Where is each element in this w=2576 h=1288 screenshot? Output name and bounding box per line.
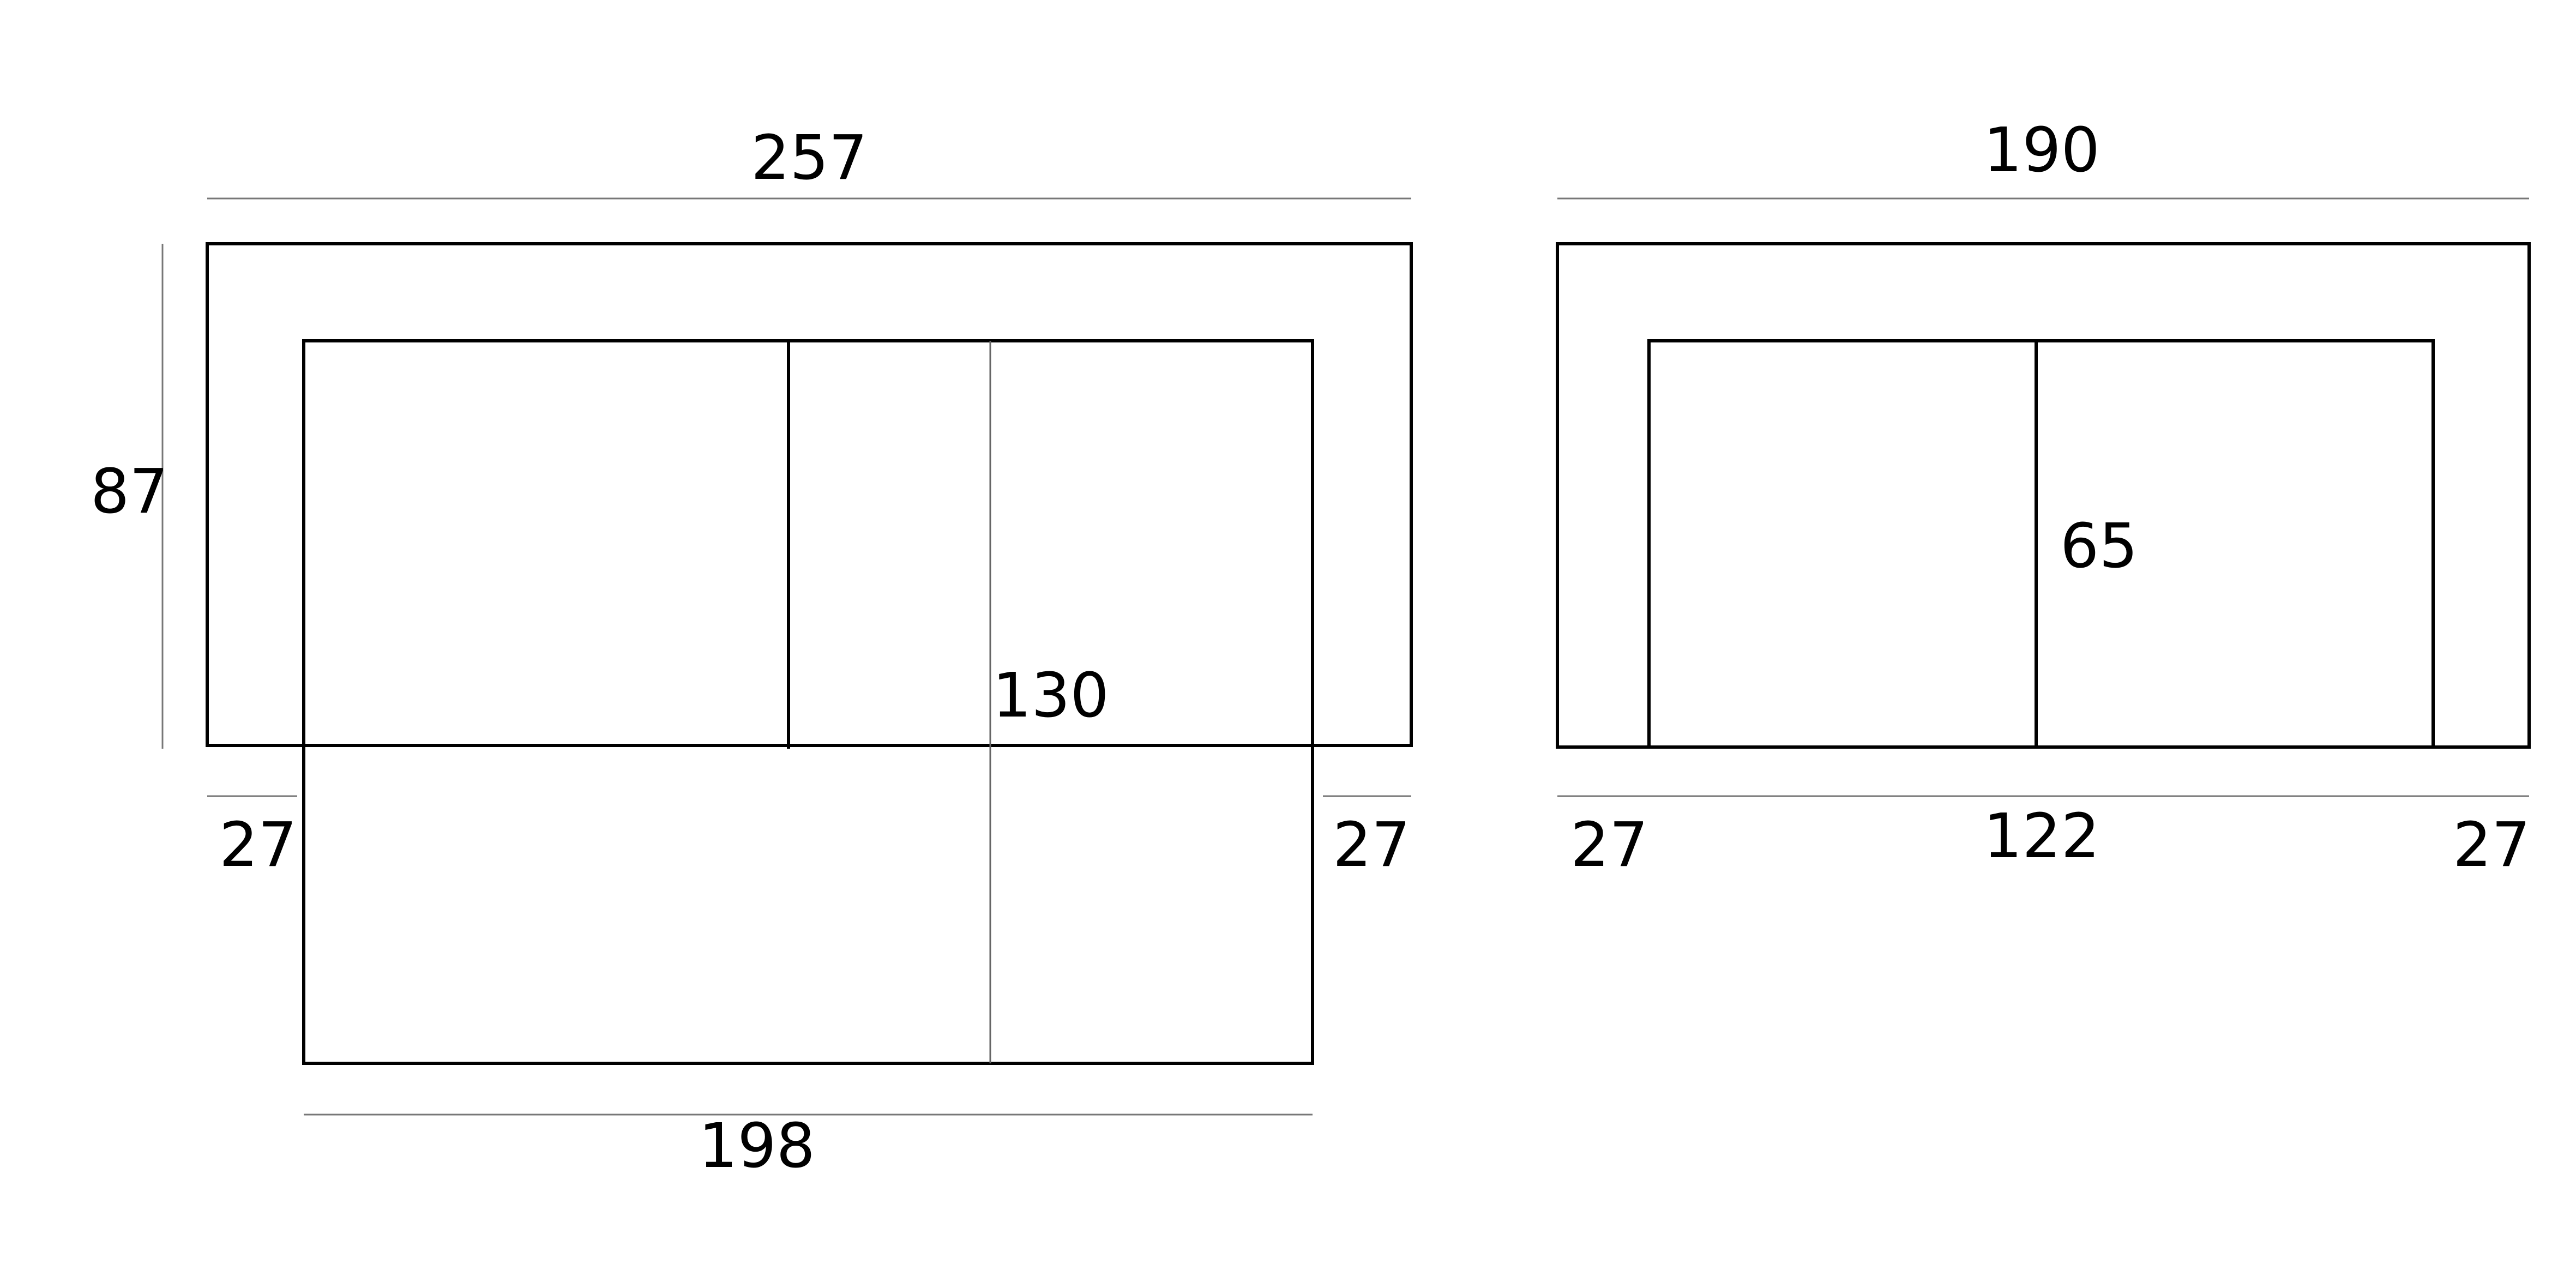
left-arm-label: 27	[219, 810, 297, 881]
left-seat-width-label: 198	[699, 1111, 815, 1182]
right-seat-depth-label: 65	[2060, 511, 2138, 582]
left-seat-outline	[302, 339, 1314, 1065]
right-sofa-outer-outline	[1556, 242, 2531, 749]
right-view: 190 65 27 122 27	[1556, 115, 2531, 881]
right-right-arm-label: 27	[2453, 810, 2531, 881]
right-width-label: 190	[1983, 115, 2100, 186]
left-extended-depth-label: 130	[992, 660, 1109, 731]
right-left-arm-label: 27	[1570, 810, 1648, 881]
right-arm-label: 27	[1333, 810, 1411, 881]
left-width-label: 257	[751, 123, 868, 194]
left-view: 257 87 130 27 27 198	[91, 123, 1413, 1182]
right-seat-width-label: 122	[1983, 801, 2100, 872]
right-seat-outline	[1647, 339, 2435, 749]
left-sofa-outer-outline	[206, 242, 1413, 747]
left-height-label: 87	[91, 456, 168, 527]
